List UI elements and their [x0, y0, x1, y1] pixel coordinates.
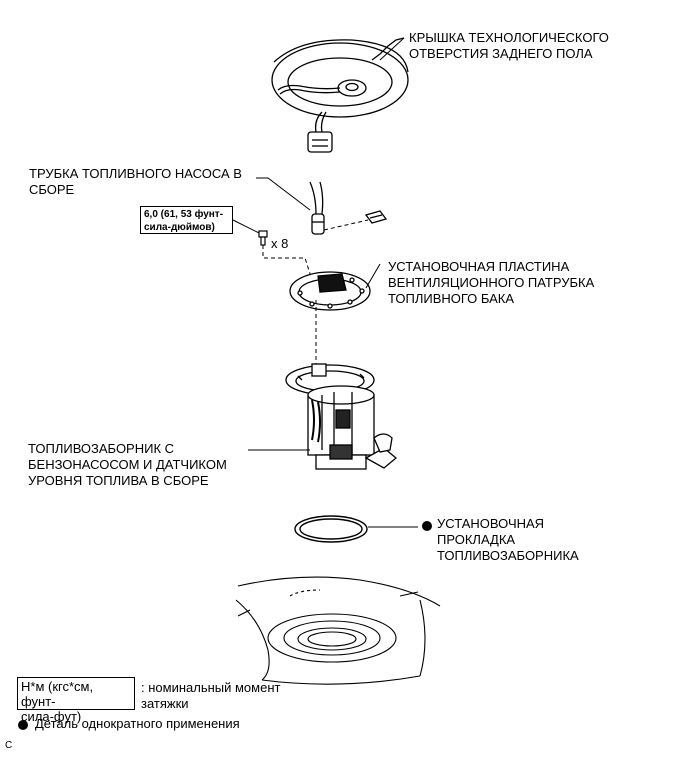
floor-cover-leader	[379, 37, 405, 61]
single-use-marker-icon	[422, 521, 432, 531]
fuel-pump-tube-leader	[256, 177, 311, 211]
fuel-pump-tube-drawing	[309, 181, 388, 235]
legend-single-use-label: Деталь однократного применения	[35, 716, 240, 731]
bolt-count-label: x 8	[271, 236, 289, 251]
pump-assembly-drawing	[285, 363, 398, 470]
floor-cover-label: КРЫШКА ТЕХНОЛОГИЧЕСКОГО ОТВЕРСТИЯ ЗАДНЕГ…	[409, 30, 609, 61]
vent-plate-leader	[365, 263, 381, 289]
torque-leader	[232, 219, 260, 234]
bolt-drawing	[258, 230, 268, 246]
fuel-tank-drawing	[235, 576, 441, 685]
fuel-pump-tube-label: ТРУБКА ТОПЛИВНОГО НАСОСА В СБОРЕ	[29, 166, 242, 197]
gasket-drawing	[294, 515, 368, 543]
gasket-label: УСТАНОВОЧНАЯ ПРОКЛАДКА ТОПЛИВОЗАБОРНИКА	[437, 516, 579, 563]
bolt-dashed-line	[262, 245, 313, 281]
floor-cover-drawing	[271, 37, 409, 153]
legend-unit-description: : номинальный момент затяжки	[141, 680, 281, 711]
legend-unit-box: Н*м (кгс*см, фунт- сила-фут)	[17, 677, 135, 724]
torque-spec-box: 6,0 (61, 53 фунт- сила-дюймов)	[140, 206, 233, 234]
tube-connector-dashed-line	[323, 219, 369, 231]
figure-code: C	[5, 740, 13, 751]
vent-plate-drawing	[289, 271, 371, 311]
pump-assembly-label: ТОПЛИВОЗАБОРНИК С БЕНЗОНАСОСОМ И ДАТЧИКО…	[28, 441, 227, 488]
legend-single-use-icon	[18, 720, 28, 730]
vent-plate-label: УСТАНОВОЧНАЯ ПЛАСТИНА ВЕНТИЛЯЦИОННОГО ПА…	[388, 259, 595, 306]
